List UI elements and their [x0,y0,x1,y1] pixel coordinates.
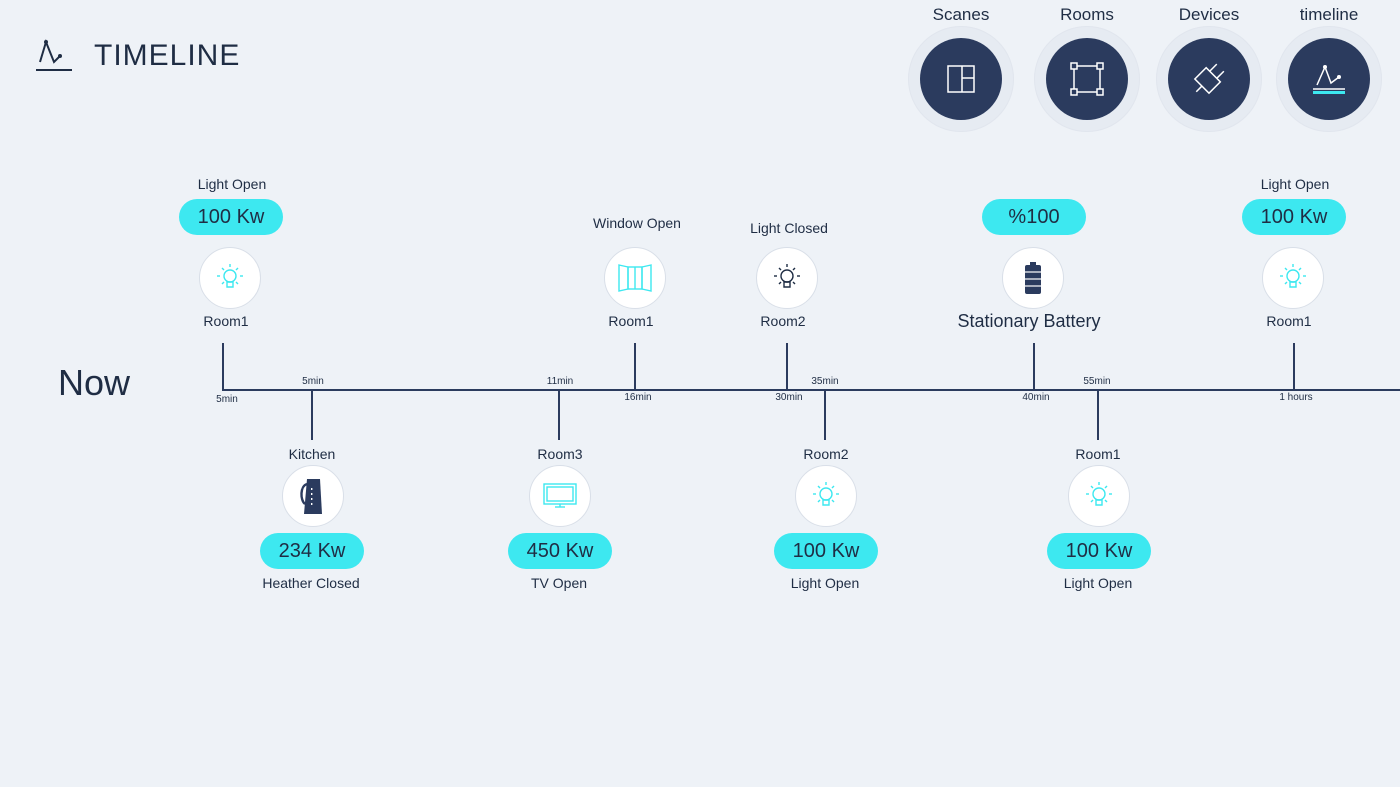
rooms-button[interactable] [1046,38,1128,120]
event-time: 35min [811,376,839,387]
event-stem [222,343,224,390]
event-icon-button[interactable] [282,465,344,527]
devices-icon [1193,63,1225,95]
scenes-button[interactable] [920,38,1002,120]
event-room: Kitchen [288,446,336,462]
event-action: Light Closed [750,220,828,236]
event-value-badge: 100 Kw [179,199,283,235]
nav-devices-label: Devices [1178,5,1240,24]
event-room: Room3 [537,446,583,462]
light-bulb-icon [1086,482,1112,506]
nav-scenes-label: Scanes [932,5,990,24]
event-action: Light Open [1063,575,1133,591]
battery-icon [1025,262,1041,294]
timeline-icon [1313,65,1345,94]
light-bulb-icon [217,264,243,288]
event-icon-button[interactable] [604,247,666,309]
event-time: 55min [1083,376,1111,387]
event-time: 16min [624,392,652,403]
timeline-button[interactable] [1288,38,1370,120]
now-label: Now [58,362,131,403]
event-time: 5min [216,394,238,405]
event-value-badge: 450 Kw [508,533,612,569]
event-room: Room1 [1266,313,1312,329]
event-value-badge: %100 [982,199,1086,235]
event-stem [824,390,826,440]
devices-button[interactable] [1168,38,1250,120]
kettle-icon [300,479,322,514]
event-icon-button[interactable] [795,465,857,527]
event-room: Room2 [803,446,849,462]
window-icon [618,264,652,292]
event-value-badge: 234 Kw [260,533,364,569]
event-action: Light Open [197,176,267,192]
nav-rooms[interactable]: Rooms [1032,0,1142,132]
light-bulb-icon [1280,264,1306,288]
event-icon-button[interactable] [756,247,818,309]
event-room: Stationary Battery [957,311,1101,331]
event-icon-button[interactable] [1262,247,1324,309]
event-time: 11min [546,376,574,387]
event-time: 5min [302,376,324,387]
event-time: 1 hours [1279,392,1313,403]
event-action: Light Open [790,575,860,591]
event-room: Room1 [203,313,249,329]
event-action: Window Open [593,215,681,231]
nav-timeline[interactable]: timeline [1274,0,1384,132]
light-bulb-icon [813,482,839,506]
event-stem [1293,343,1295,390]
event-icon-button[interactable] [1002,247,1064,309]
nav-rooms-label: Rooms [1060,5,1114,24]
event-stem [558,390,560,440]
rooms-icon [1070,62,1104,96]
page-title: TIMELINE [94,39,241,72]
event-stem [786,343,788,390]
event-icon-button[interactable] [1068,465,1130,527]
tv-icon [543,483,577,508]
event-stem [634,343,636,390]
event-value-badge: 100 Kw [1242,199,1346,235]
light-bulb-icon [774,264,800,288]
event-room: Room1 [608,313,654,329]
event-icon-button[interactable] [199,247,261,309]
event-room: Room1 [1075,446,1121,462]
scenes-icon [947,65,975,93]
nav-timeline-label: timeline [1299,5,1359,24]
event-action: Light Open [1260,176,1330,192]
nav-scenes[interactable]: Scanes [906,0,1016,132]
event-time: 30min [775,392,803,403]
event-value-badge: 100 Kw [1047,533,1151,569]
event-time: 40min [1022,392,1050,403]
event-room: Room2 [760,313,806,329]
timeline-axis [222,389,1400,391]
event-stem [311,390,313,440]
nav-devices[interactable]: Devices [1154,0,1264,132]
event-value-badge: 100 Kw [774,533,878,569]
event-action: TV Open [530,575,588,591]
event-icon-button[interactable] [529,465,591,527]
event-stem [1097,390,1099,440]
event-stem [1033,343,1035,390]
event-action: Heather Closed [262,575,360,591]
timeline-logo-icon [36,38,72,71]
